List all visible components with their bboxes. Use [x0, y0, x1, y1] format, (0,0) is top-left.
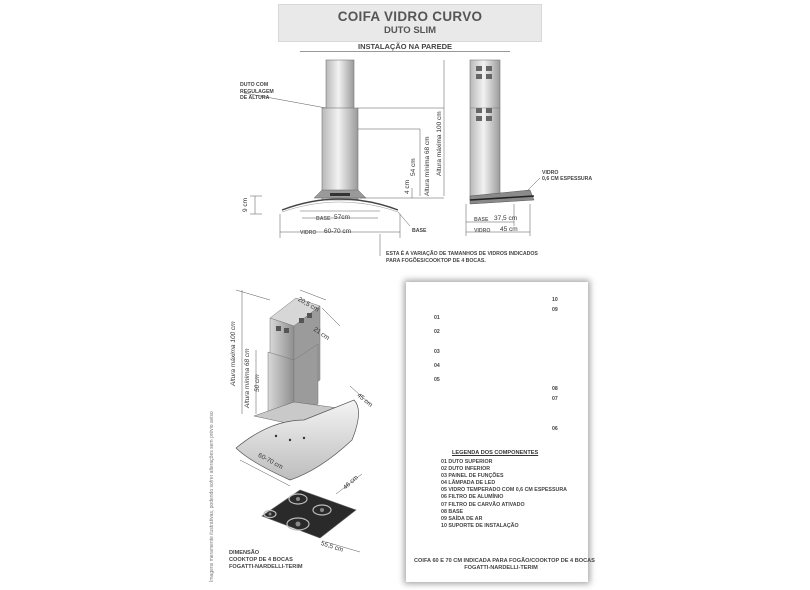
glass-label-line: VIDRO: [542, 170, 559, 176]
callout-05: 05: [434, 377, 440, 383]
side-base-dim: 37,5 cm: [494, 215, 518, 222]
iso-max-height: Altura máxima 100 cm: [230, 321, 237, 386]
base-label: BASE: [412, 228, 427, 234]
dim-54cm: 54 cm: [410, 158, 417, 176]
callout-02: 02: [434, 329, 440, 335]
components-panel: [406, 282, 588, 582]
legend-item: 05 VIDRO TEMPERADO COM 0,6 CM ESPESSURA: [441, 487, 567, 494]
iso-view-dimension-lines: [235, 289, 371, 487]
note-line: PARA FOGÕES/COOKTOP DE 4 BOCAS.: [386, 258, 486, 264]
glass-label-line: 0,6 CM ESPESSURA: [542, 176, 593, 182]
legend-title: LEGENDA DOS COMPONENTES: [452, 450, 539, 456]
callout-03: 03: [434, 349, 440, 355]
callout-10: 10: [552, 297, 558, 303]
side-view-dimension-lines: [465, 177, 541, 236]
cooktop-dimension-lines: [325, 473, 363, 553]
callout-01: 01: [434, 315, 440, 321]
callout-09: 09: [552, 307, 558, 313]
front-view-dimension-lines: [243, 60, 445, 256]
legend-item: 01 DUTO SUPERIOR: [441, 459, 493, 465]
legend-item: 09 SAÍDA DE AR: [441, 515, 483, 522]
iso-dim-50: 50 cm: [254, 374, 261, 392]
legend-item: 07 FILTRO DE CARVÃO ATIVADO: [441, 501, 525, 508]
legend-item: 10 SUPORTE DE INSTALAÇÃO: [441, 522, 519, 529]
legend-item: 02 DUTO INFERIOR: [441, 466, 491, 473]
iso-min-height: Altura mínima 68 cm: [244, 348, 251, 408]
min-height-dim: Altura mínima 68 cm: [424, 136, 431, 196]
glass-size-note: ESTA É A VARIAÇÃO DE TAMANHOS DE VIDROS …: [386, 251, 538, 265]
disclaimer-text: Imagens meramente ilustrativas, podendo …: [209, 411, 215, 582]
page-title: COIFA VIDRO CURVO: [337, 9, 483, 24]
front-base-dim-title: BASE: [316, 216, 331, 222]
section-title: INSTALAÇÃO NA PAREDE: [357, 42, 453, 51]
side-glass-dim: 45 cm: [500, 226, 518, 233]
side-base-label: BASE: [474, 217, 489, 223]
side-view-hood: [469, 59, 535, 205]
front-glass-label: VIDRO: [300, 230, 317, 236]
page-subtitle: DUTO SLIM: [383, 25, 437, 36]
caption-line: FOGATTI-NARDELLI-TERIM: [229, 564, 303, 570]
note-line: ESTA É A VARIAÇÃO DE TAMANHOS DE VIDROS …: [386, 251, 538, 257]
legend-item: 06 FILTRO DE ALUMÍNIO: [441, 494, 504, 501]
components-caption: COIFA 60 E 70 CM INDICADA PARA FOGÃO/COO…: [414, 558, 595, 572]
iso-view-hood: [235, 297, 359, 481]
caption-line: DIMENSÃO: [229, 550, 260, 556]
legend-item: 08 BASE: [441, 508, 464, 515]
callout-06: 06: [552, 426, 558, 432]
section-divider: [300, 51, 510, 52]
duct-label: DUTO COM REGULAGEM DE ALTURA: [240, 82, 274, 102]
side-glass-label-2: VIDRO: [474, 228, 491, 234]
callout-08: 08: [552, 386, 558, 392]
caption-line: COOKTOP DE 4 BOCAS: [229, 557, 293, 563]
duct-label-line: REGULAGEM: [240, 88, 274, 95]
iso-caption: DIMENSÃO COOKTOP DE 4 BOCAS FOGATTI-NARD…: [229, 550, 303, 571]
front-base-dim: 57cm: [334, 214, 350, 221]
caption-line: FOGATTI-NARDELLI-TERIM: [464, 565, 538, 571]
base-height-dim: 9 cm: [242, 197, 249, 212]
front-glass-dim: 60-70 cm: [324, 228, 352, 235]
legend-item: 04 LÂMPADA DE LED: [441, 480, 496, 487]
max-height-dim: Altura máxima 100 cm: [436, 111, 443, 176]
components-legend: 01 DUTO SUPERIOR 02 DUTO INFERIOR 03 PAI…: [441, 459, 567, 530]
duct-label-line: DUTO COM: [240, 82, 269, 88]
callout-07: 07: [552, 396, 558, 402]
front-view-hood: [281, 59, 399, 213]
side-glass-label: VIDRO 0,6 CM ESPESSURA: [542, 170, 592, 182]
duct-label-line: DE ALTURA: [240, 95, 270, 101]
legend-item: 03 PAINEL DE FUNÇÕES: [441, 473, 504, 480]
callout-04: 04: [434, 363, 440, 369]
title-box: COIFA VIDRO CURVO DUTO SLIM: [278, 4, 542, 42]
cooktop: [261, 489, 357, 539]
caption-line: COIFA 60 E 70 CM INDICADA PARA FOGÃO/COO…: [414, 558, 595, 564]
dim-4cm: 4 cm: [404, 179, 411, 194]
